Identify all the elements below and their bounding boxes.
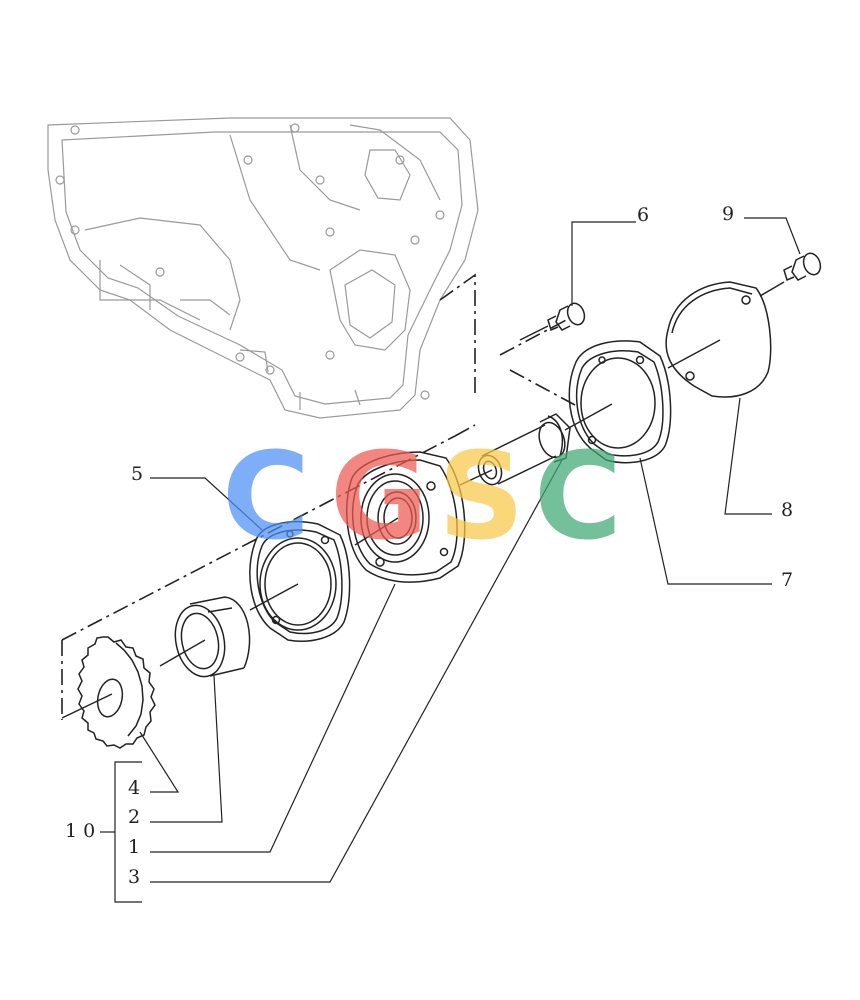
- leader-4: [139, 731, 180, 793]
- gasket-part-7: [568, 340, 672, 464]
- callout-1: 1: [128, 836, 140, 858]
- cover-axis: [667, 339, 721, 369]
- gasket-part-5: [249, 521, 351, 642]
- leader-3: [150, 459, 563, 883]
- screw-part-6: [519, 302, 586, 341]
- gear-axis: [61, 693, 113, 719]
- watermark-letter: G: [330, 428, 429, 567]
- callout-7: 7: [781, 569, 793, 591]
- screw-part-9: [759, 252, 822, 297]
- engine-housing: [47, 117, 479, 419]
- support-axis: [354, 517, 399, 546]
- gear-part-4: [77, 636, 156, 749]
- leader-1: [150, 583, 396, 853]
- support-housing-part-1: [345, 451, 466, 583]
- leader-9: [744, 217, 801, 255]
- callout-5: 5: [131, 463, 143, 485]
- cover-part-8: [665, 281, 772, 398]
- gasket-7-axis: [564, 403, 613, 431]
- callout-3: 3: [128, 866, 140, 888]
- watermark-letter: C: [222, 428, 311, 567]
- callout-4: 4: [128, 777, 140, 799]
- callout-9: 9: [722, 203, 734, 225]
- leader-8: [724, 397, 772, 515]
- watermark-logo: C G S C: [222, 438, 642, 558]
- watermark-letter: C: [534, 428, 623, 567]
- bearing-part-2: [174, 596, 251, 678]
- leader-5: [150, 477, 263, 531]
- leader-2: [150, 675, 223, 823]
- callout-8: 8: [781, 499, 793, 521]
- callout-6: 6: [637, 204, 649, 226]
- leader-lines: [100, 217, 801, 903]
- shaft-part-3: [477, 413, 571, 486]
- watermark-letter: S: [438, 428, 525, 567]
- shaft-axis: [459, 469, 493, 486]
- leader-7: [639, 457, 772, 585]
- callout-10: 1 0: [65, 820, 95, 842]
- callout-2: 2: [128, 806, 140, 828]
- leader-6: [571, 221, 636, 306]
- gasket-axis: [249, 583, 299, 611]
- bearing-axis: [159, 639, 206, 667]
